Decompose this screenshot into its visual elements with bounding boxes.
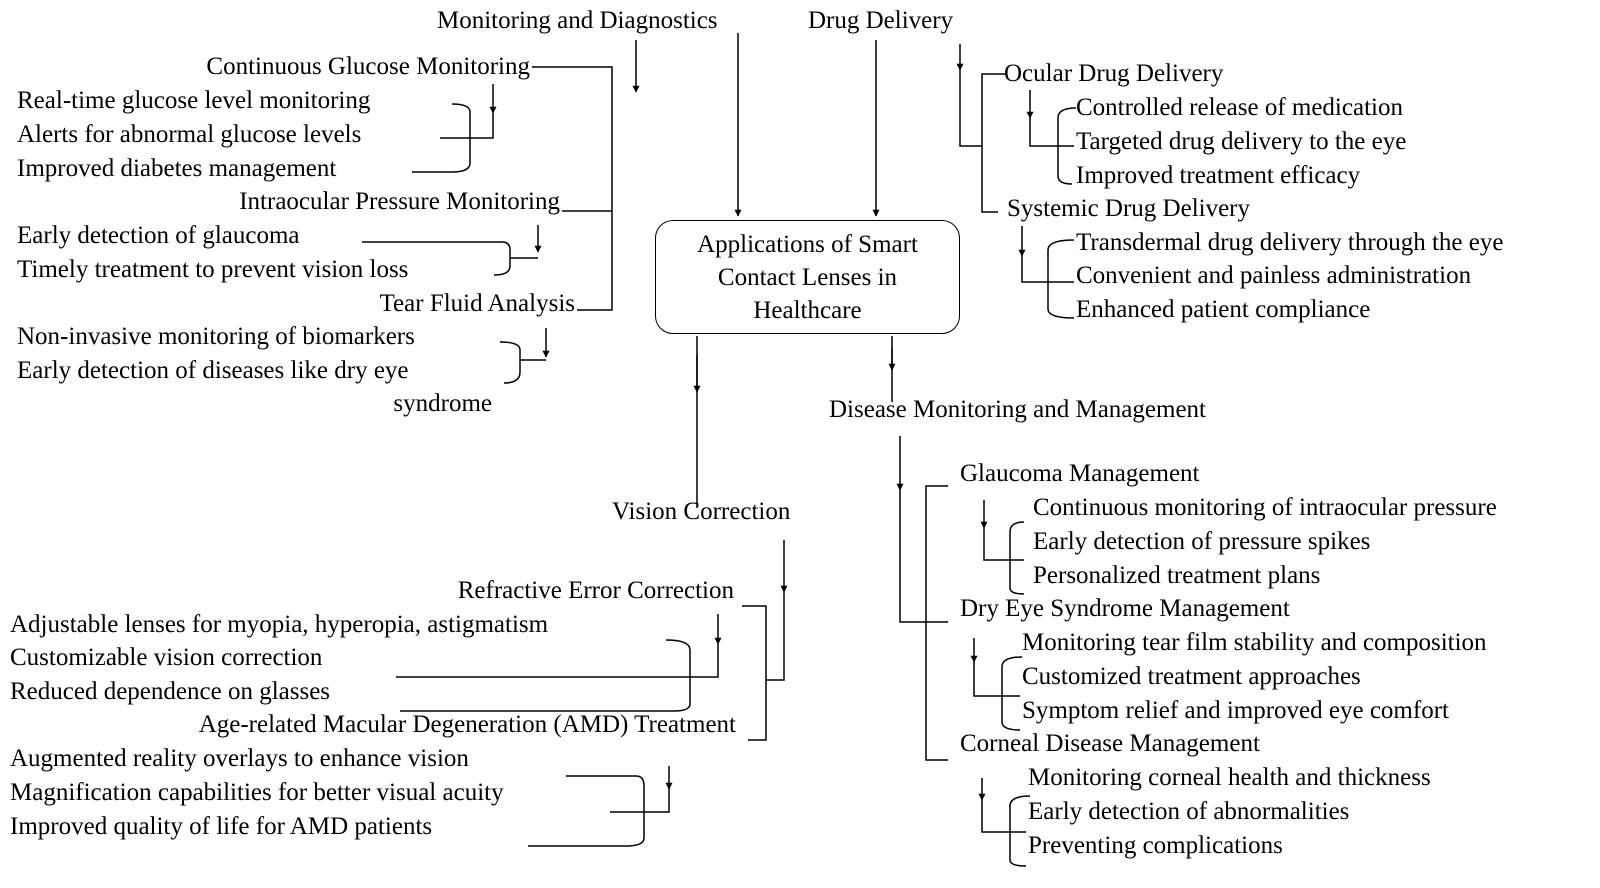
corneal-item: Preventing complications: [1028, 832, 1283, 859]
cgm-item: Real-time glucose level monitoring: [17, 87, 371, 114]
corneal-label: Corneal Disease Management: [960, 730, 1260, 757]
glaucoma-label: Glaucoma Management: [960, 460, 1200, 487]
ocular-label: Ocular Drug Delivery: [1004, 60, 1224, 87]
systemic-item: Enhanced patient compliance: [1076, 296, 1371, 323]
corneal-item: Early detection of abnormalities: [1028, 798, 1350, 825]
branch-disease-title: Disease Monitoring and Management: [829, 396, 1206, 423]
amd-item: Improved quality of life for AMD patient…: [10, 813, 433, 840]
refractive-item: Adjustable lenses for myopia, hyperopia,…: [10, 611, 549, 638]
ocular-item: Improved treatment efficacy: [1076, 162, 1361, 189]
center-title-line-3: Healthcare: [753, 296, 862, 324]
branch-drug-title: Drug Delivery: [808, 7, 954, 34]
amd-label: Age-related Macular Degeneration (AMD) T…: [198, 711, 736, 738]
amd-item: Magnification capabilities for better vi…: [10, 779, 504, 806]
dryeye-label: Dry Eye Syndrome Management: [960, 595, 1290, 622]
amd-item: Augmented reality overlays to enhance vi…: [10, 745, 469, 772]
dryeye-item: Monitoring tear film stability and compo…: [1022, 629, 1487, 656]
systemic-item: Convenient and painless administration: [1076, 262, 1472, 289]
center-node: Applications of Smart Contact Lenses in …: [655, 220, 960, 334]
branch-monitoring-title: Monitoring and Diagnostics: [437, 7, 718, 34]
tear-item: Early detection of diseases like dry eye: [17, 357, 409, 384]
glaucoma-item: Early detection of pressure spikes: [1033, 528, 1371, 555]
ocular-item: Targeted drug delivery to the eye: [1076, 128, 1407, 155]
center-title-line-2: Contact Lenses in: [717, 263, 898, 291]
dryeye-item: Customized treatment approaches: [1022, 663, 1361, 690]
cgm-label: Continuous Glucose Monitoring: [206, 53, 530, 80]
branch-vision-title: Vision Correction: [612, 498, 791, 525]
cgm-item: Improved diabetes management: [17, 155, 337, 182]
iop-item: Early detection of glaucoma: [17, 222, 300, 249]
refractive-item: Customizable vision correction: [10, 644, 323, 671]
glaucoma-item: Personalized treatment plans: [1033, 562, 1321, 589]
refractive-label: Refractive Error Correction: [457, 577, 734, 604]
iop-item: Timely treatment to prevent vision loss: [17, 256, 409, 283]
tear-label: Tear Fluid Analysis: [379, 290, 575, 317]
ocular-item: Controlled release of medication: [1076, 94, 1403, 121]
corneal-item: Monitoring corneal health and thickness: [1028, 764, 1431, 791]
glaucoma-item: Continuous monitoring of intraocular pre…: [1033, 494, 1497, 521]
systemic-item: Transdermal drug delivery through the ey…: [1076, 229, 1504, 256]
tear-item: syndrome: [393, 390, 492, 417]
tear-item: Non-invasive monitoring of biomarkers: [17, 323, 415, 350]
refractive-item: Reduced dependence on glasses: [10, 678, 331, 705]
iop-label: Intraocular Pressure Monitoring: [239, 188, 560, 215]
dryeye-item: Symptom relief and improved eye comfort: [1022, 697, 1449, 724]
center-title-line-1: Applications of Smart: [697, 230, 918, 258]
cgm-item: Alerts for abnormal glucose levels: [17, 121, 362, 148]
systemic-label: Systemic Drug Delivery: [1007, 195, 1251, 222]
